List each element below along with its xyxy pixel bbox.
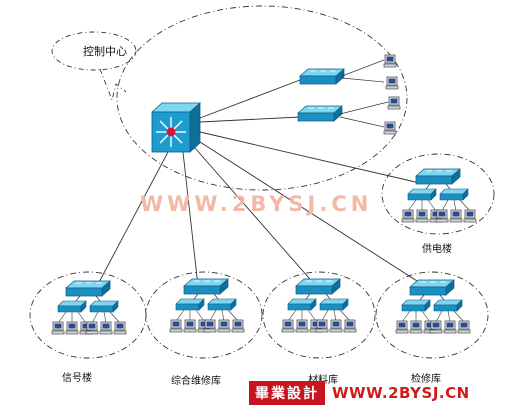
cluster-supply [402,169,476,222]
center-switch-2 [297,105,343,122]
label-signal-building: 信号楼 [62,373,92,384]
label-supply-building: 供电楼 [422,244,452,255]
cluster-repair [170,279,244,332]
watermark-text: WWW.2BYSJ.CN [140,192,373,216]
zone-material [262,271,376,359]
banner-url: WWW.2BYSJ.CN [332,383,470,402]
zone-supply [381,153,495,235]
cluster-maintenance [396,280,470,333]
trunk-links [95,79,429,289]
center-pc-4 [383,121,397,135]
banner-brand: 畢業設計 [249,380,325,405]
control-center-label: 控制中心 [83,45,127,58]
center-pc-1 [383,54,397,68]
site-banner: 畢業設計 WWW.2BYSJ.CN [249,376,515,409]
center-switch-1 [299,68,345,85]
cluster-signal [52,281,126,334]
control-center-zone [116,5,408,191]
center-pc-3 [387,96,401,110]
label-maintenance-depot: 检修库 [411,374,441,385]
control-center-callout [51,31,137,71]
center-links [339,59,389,128]
center-pc-2 [385,76,399,90]
cluster-material [282,279,356,332]
core-center-dot [166,127,176,137]
core-switch [150,102,202,153]
label-repair-depot: 综合维修库 [171,376,221,387]
zone-maintenance [375,271,489,359]
zone-repair [145,271,263,359]
callout-pointer [99,68,127,102]
